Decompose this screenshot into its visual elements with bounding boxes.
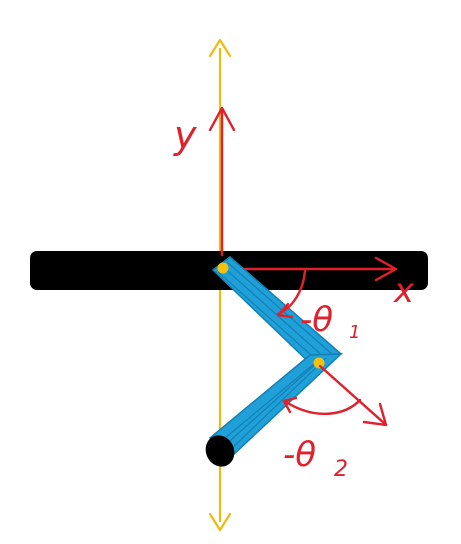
x-axis-label: x — [393, 271, 415, 311]
y-axis-label: y — [173, 113, 197, 157]
theta1-label: -θ 1 — [300, 300, 360, 343]
arm-link-2 — [208, 353, 343, 456]
theta2-label: -θ 2 — [283, 435, 348, 482]
link2-extension-arrow — [318, 364, 388, 427]
joint-1-dot — [217, 262, 229, 274]
joint-2-dot — [313, 357, 325, 369]
theta2-subscript: 2 — [334, 457, 348, 482]
guide-arrowhead-bottom — [208, 512, 232, 532]
guide-arrowhead-top — [208, 38, 232, 58]
theta1-symbol: -θ — [300, 300, 333, 340]
y-axis-arrow — [208, 106, 236, 257]
theta1-subscript: 1 — [349, 322, 360, 343]
x-axis-arrow — [222, 256, 398, 282]
theta1-arc — [276, 269, 307, 319]
theta2-symbol: -θ — [283, 435, 316, 475]
theta2-arc — [282, 396, 362, 415]
end-effector — [205, 435, 235, 467]
